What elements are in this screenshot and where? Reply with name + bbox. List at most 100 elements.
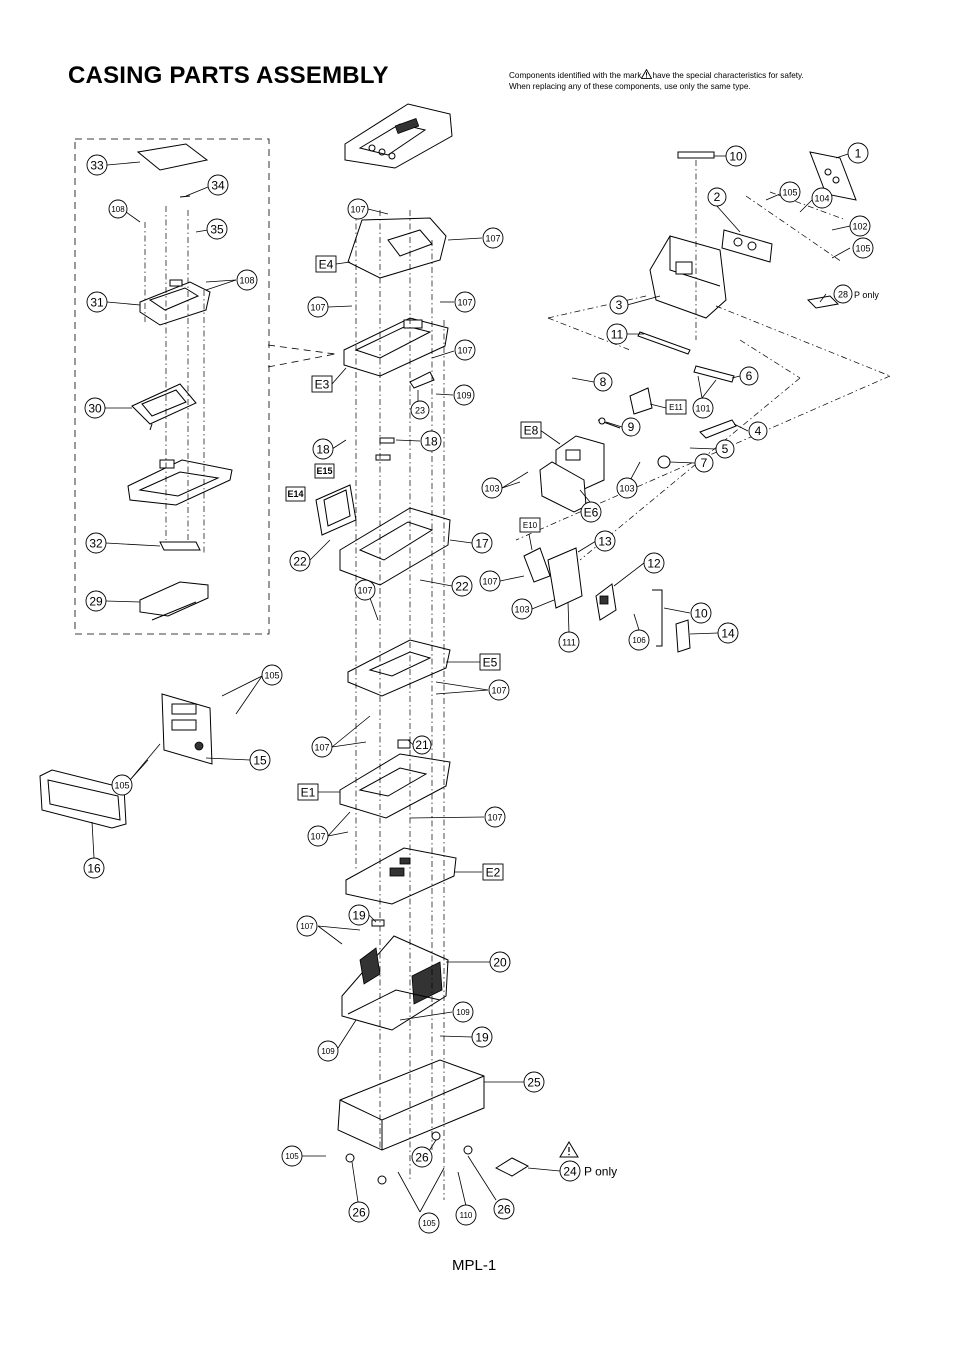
callout-E6: E6: [580, 501, 602, 523]
svg-text:33: 33: [90, 159, 104, 173]
part-20-frame: [341, 919, 449, 1031]
svg-text:15: 15: [253, 754, 267, 768]
callout-7: 7: [694, 453, 714, 473]
callout-E2: E2: [482, 863, 504, 881]
callout-E1: E1: [297, 783, 319, 801]
callout-102: 102: [849, 215, 871, 237]
svg-text:23: 23: [415, 406, 425, 416]
callout-E4: E4: [315, 255, 337, 273]
callout-3: 3: [609, 295, 629, 315]
callout-26b: 26: [411, 1146, 433, 1168]
callout-107h: 107: [311, 736, 333, 758]
svg-text:105: 105: [782, 188, 797, 198]
callout-26a: 26: [348, 1201, 370, 1223]
center-dash-lines: [355, 210, 445, 1200]
svg-text:E10: E10: [523, 521, 538, 530]
svg-text:108: 108: [239, 276, 254, 286]
callout-25: 25: [523, 1071, 545, 1093]
part-13-bracket: [547, 547, 583, 609]
callout-18b: 18: [420, 430, 442, 452]
svg-text:107: 107: [314, 743, 329, 753]
svg-text:107: 107: [350, 205, 365, 215]
part-10b-cable: [652, 589, 663, 647]
callout-26c: 26: [493, 1198, 515, 1220]
svg-text:E6: E6: [584, 506, 599, 520]
svg-text:20: 20: [493, 956, 507, 970]
part-main-chassis: [315, 437, 451, 586]
callout-E8: E8: [520, 421, 542, 439]
svg-text:110: 110: [460, 1211, 473, 1220]
callout-107l: 107: [479, 570, 501, 592]
callout-E10: E10: [519, 517, 541, 533]
part-3-housing: [649, 235, 727, 319]
part-30-frame: [131, 383, 197, 431]
callout-12: 12: [643, 552, 665, 574]
callout-14: 14: [717, 622, 739, 644]
callout-31: 31: [86, 291, 108, 313]
part-29-card-holder: [139, 581, 209, 621]
svg-text:6: 6: [746, 369, 753, 383]
svg-text:3: 3: [616, 298, 623, 312]
svg-text:26: 26: [352, 1206, 366, 1220]
callout-107c: 107: [307, 296, 329, 318]
svg-text:17: 17: [475, 537, 489, 551]
svg-text:35: 35: [210, 223, 224, 237]
svg-text:12: 12: [647, 557, 661, 571]
callout-111: 111: [558, 631, 580, 653]
callout-E5: E5: [479, 653, 501, 671]
svg-text:18: 18: [316, 443, 330, 457]
part-E3-drive: [343, 317, 449, 389]
svg-text:104: 104: [814, 194, 829, 204]
part-24-label: [494, 1157, 530, 1177]
svg-text:13: 13: [598, 535, 612, 549]
svg-text:109: 109: [456, 391, 471, 401]
safety-warning-icon: [559, 1141, 579, 1158]
callout-34: 34: [207, 174, 229, 196]
callout-19a: 19: [348, 904, 370, 926]
svg-text:31: 31: [90, 296, 104, 310]
svg-text:105: 105: [855, 244, 870, 254]
svg-text:106: 106: [632, 636, 646, 645]
callout-E11: E11: [665, 399, 687, 415]
callout-21: 21: [412, 735, 432, 755]
callout-10b: 10: [690, 602, 712, 624]
part-28-label: [806, 295, 840, 309]
svg-text:16: 16: [87, 862, 101, 876]
part-top-cover: [344, 103, 453, 169]
svg-text:19: 19: [352, 909, 366, 923]
callout-35: 35: [206, 218, 228, 240]
svg-text:9: 9: [628, 420, 635, 434]
svg-text:E5: E5: [483, 656, 498, 670]
svg-text:109: 109: [321, 1047, 335, 1056]
callout-22b: 22: [451, 575, 473, 597]
part-E10-unit: [523, 547, 551, 583]
part-E5-plate: [347, 639, 451, 697]
svg-text:18: 18: [424, 435, 438, 449]
callout-103b: 103: [616, 477, 638, 499]
svg-text:26: 26: [497, 1203, 511, 1217]
svg-text:22: 22: [455, 580, 469, 594]
svg-text:29: 29: [89, 595, 103, 609]
svg-text:105: 105: [285, 1152, 299, 1161]
callout-5: 5: [715, 439, 735, 459]
part-tray: [127, 459, 233, 506]
part-25-bottom-case: [337, 1059, 485, 1185]
callout-28: 28: [833, 284, 853, 304]
part-E1-board: [339, 739, 451, 819]
svg-text:10: 10: [729, 150, 743, 164]
part-7-gear: [657, 455, 671, 469]
svg-text:1: 1: [855, 147, 862, 161]
svg-text:107: 107: [487, 813, 502, 823]
part-14-sheet: [675, 619, 691, 653]
svg-text:21: 21: [415, 738, 429, 752]
callout-104: 104: [811, 187, 833, 209]
svg-text:22: 22: [293, 555, 307, 569]
callout-107g: 107: [488, 679, 510, 701]
svg-text:103: 103: [484, 484, 499, 494]
callout-17: 17: [471, 532, 493, 554]
callout-2: 2: [707, 187, 727, 207]
svg-text:8: 8: [600, 375, 607, 389]
callout-8: 8: [593, 372, 613, 392]
svg-text:E11: E11: [669, 403, 683, 412]
